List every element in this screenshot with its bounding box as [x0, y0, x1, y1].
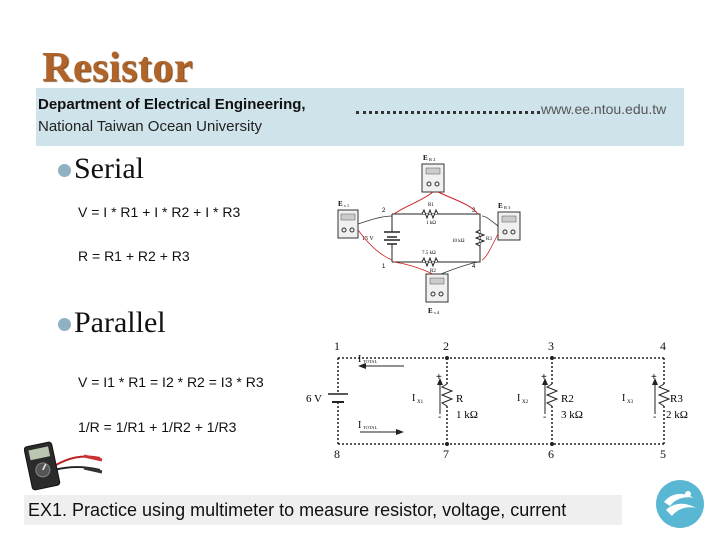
svg-text:TOTAL: TOTAL	[363, 425, 378, 430]
svg-text:R3: R3	[670, 393, 683, 405]
svg-text:4: 4	[472, 264, 476, 270]
svg-text:15 V: 15 V	[362, 236, 374, 242]
series-circuit-diagram: E R 2 E s 1 E R 3 E s 4 15 V R1 1 kΩ R3 …	[337, 154, 521, 315]
svg-text:+: +	[651, 372, 657, 383]
svg-text:4: 4	[660, 339, 666, 353]
header-banner	[36, 88, 684, 146]
svg-text:1 kΩ: 1 kΩ	[456, 409, 478, 421]
svg-text:I: I	[517, 393, 520, 404]
svg-text:I: I	[358, 420, 361, 431]
department-name: Department of Electrical Engineering,	[38, 96, 306, 113]
exercise-box: EX1. Practice using multimeter to measur…	[24, 495, 622, 525]
svg-text:2 kΩ: 2 kΩ	[666, 409, 688, 421]
svg-text:5: 5	[660, 447, 666, 461]
svg-text:-: -	[543, 412, 546, 423]
svg-text:R2: R2	[430, 269, 436, 274]
svg-text:E: E	[498, 202, 503, 210]
svg-text:E: E	[423, 154, 428, 162]
svg-text:-: -	[438, 412, 441, 423]
bullet-icon	[58, 318, 71, 331]
svg-text:-: -	[653, 412, 656, 423]
serial-resistance-formula: R = R1 + R2 + R3	[78, 248, 190, 264]
svg-text:6: 6	[548, 447, 554, 461]
svg-text:R: R	[456, 393, 464, 405]
svg-text:+: +	[436, 372, 442, 383]
svg-text:I: I	[622, 393, 625, 404]
svg-text:6 V: 6 V	[306, 393, 322, 405]
svg-text:TOTAL: TOTAL	[363, 359, 378, 364]
svg-text:1: 1	[334, 339, 340, 353]
svg-text:1 kΩ: 1 kΩ	[426, 221, 436, 226]
svg-text:I: I	[358, 354, 361, 365]
svg-text:R3: R3	[486, 237, 492, 242]
svg-text:8: 8	[334, 447, 340, 461]
bullet-icon	[58, 164, 71, 177]
svg-text:E: E	[428, 307, 433, 315]
svg-text:2: 2	[382, 208, 386, 214]
svg-text:s 4: s 4	[434, 310, 440, 315]
svg-text:+: +	[541, 372, 547, 383]
svg-text:E: E	[338, 200, 343, 208]
svg-text:10 kΩ: 10 kΩ	[452, 239, 465, 244]
parallel-resistance-formula: 1/R = 1/R1 + 1/R2 + 1/R3	[78, 419, 237, 435]
svg-text:7: 7	[443, 447, 449, 461]
university-logo-icon	[656, 480, 704, 528]
dotted-leader	[356, 111, 540, 114]
parallel-circuit-diagram: 1 2 3 4 8 7 6 5 6 V I TOTAL I TOTAL + - …	[306, 339, 688, 461]
website-url: www.ee.ntou.edu.tw	[541, 101, 667, 117]
svg-text:X3: X3	[627, 400, 634, 405]
svg-text:2: 2	[443, 339, 449, 353]
svg-text:I: I	[412, 393, 415, 404]
svg-text:3: 3	[472, 208, 476, 214]
svg-text:R1: R1	[428, 203, 434, 208]
svg-text:3: 3	[548, 339, 554, 353]
serial-heading: Serial	[74, 152, 144, 185]
parallel-voltage-formula: V = I1 * R1 = I2 * R2 = I3 * R3	[78, 374, 264, 390]
svg-text:X1: X1	[417, 400, 424, 405]
svg-text:R 3: R 3	[504, 205, 511, 210]
serial-voltage-formula: V = I * R1 + I * R2 + I * R3	[78, 204, 241, 220]
svg-text:X2: X2	[522, 400, 529, 405]
university-name: National Taiwan Ocean University	[38, 118, 262, 135]
slide-title: Resistor	[42, 45, 193, 91]
svg-text:R 2: R 2	[429, 157, 435, 162]
svg-text:1: 1	[382, 264, 386, 270]
parallel-heading: Parallel	[74, 306, 166, 339]
svg-text:s 1: s 1	[344, 203, 349, 208]
svg-text:R2: R2	[561, 393, 574, 405]
svg-text:7.5 kΩ: 7.5 kΩ	[422, 251, 436, 256]
svg-text:3 kΩ: 3 kΩ	[561, 409, 583, 421]
multimeter-icon	[24, 441, 103, 491]
